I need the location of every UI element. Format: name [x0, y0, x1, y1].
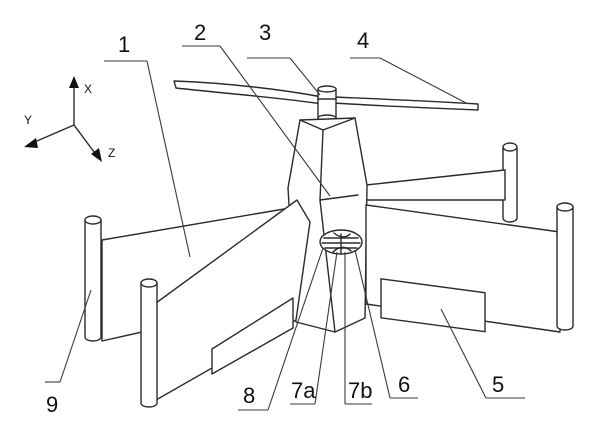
z-axis-arrow: [91, 148, 102, 162]
callout-6: 6: [398, 372, 410, 397]
fuselage-edge-3: [319, 129, 324, 201]
fan-blade-bottom: [332, 246, 352, 253]
rotor-hub-cap: [317, 85, 337, 93]
leader-8-b: [267, 247, 324, 411]
leader-lines: [45, 45, 525, 411]
callout-4: 4: [357, 28, 369, 53]
rear-right-boom-body: [502, 147, 518, 223]
fuselage-edge-1: [299, 119, 324, 131]
fuselage: [287, 117, 368, 333]
callout-labels: 1 2 3 4 5 6 7a 7b 8 9: [46, 20, 504, 417]
front-left-boom-body: [140, 282, 158, 408]
z-axis-label: Z: [108, 146, 115, 160]
callout-5: 5: [492, 372, 504, 397]
y-axis-arrow: [24, 138, 38, 148]
rotor-hub: [317, 85, 337, 122]
leader-5-b: [440, 308, 487, 399]
leader-9-b: [59, 289, 92, 383]
front-right-aileron: [380, 278, 486, 333]
fuselage-edge-5: [319, 199, 336, 333]
left-boom: [84, 215, 102, 342]
callout-9: 9: [46, 392, 58, 417]
front-left-boom-cap: [140, 278, 158, 288]
rear-right-boom-cap: [502, 142, 518, 152]
leader-4-b: [379, 57, 469, 105]
z-axis-line: [73, 124, 98, 157]
x-axis-label: X: [84, 82, 92, 96]
callout-1: 1: [118, 32, 130, 57]
y-axis-label: Y: [24, 113, 32, 127]
fan-window: [319, 229, 363, 255]
leader-7a-b: [314, 251, 338, 405]
front-right-boom-body: [556, 206, 574, 331]
rotor-blade-right: [333, 96, 479, 111]
callout-8: 8: [243, 383, 255, 408]
x-axis-arrow: [69, 76, 79, 88]
left-boom-body: [84, 219, 102, 342]
leader-6-b: [354, 249, 391, 399]
y-axis-line: [29, 124, 75, 145]
rear-right-wing: [365, 169, 506, 201]
leader-2-b: [219, 45, 331, 197]
fan-blade-top: [333, 232, 351, 238]
fuselage-edge-2: [322, 117, 356, 131]
leader-1-b: [146, 60, 191, 258]
callout-7b: 7b: [348, 378, 372, 403]
callout-2: 2: [194, 20, 206, 45]
leader-3-b: [289, 57, 321, 96]
front-left-aileron: [211, 297, 294, 375]
front-right-boom-cap: [556, 202, 574, 212]
axis-triad: X Y Z: [24, 76, 115, 162]
front-right-boom: [556, 202, 574, 331]
front-left-boom: [140, 278, 158, 408]
callout-7a: 7a: [291, 378, 316, 403]
front-right-wing: [365, 204, 561, 333]
callout-3: 3: [259, 20, 271, 45]
fuselage-edge-4: [319, 194, 359, 201]
left-boom-cap: [84, 215, 102, 225]
rear-right-boom: [502, 142, 518, 223]
